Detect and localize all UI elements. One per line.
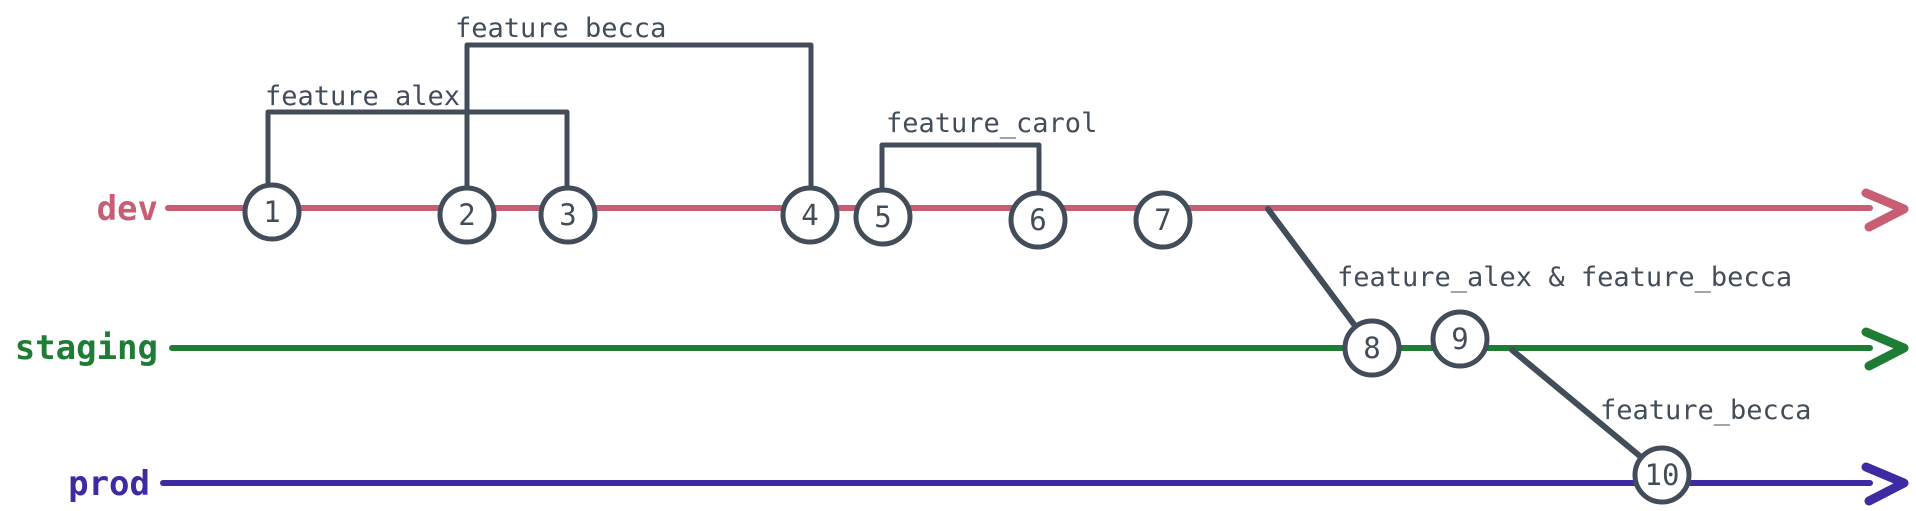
commit-circle	[538, 185, 598, 245]
commit-number: 2	[458, 198, 475, 232]
dev-branch-label: dev	[97, 189, 158, 229]
prod-arrowhead-icon	[1861, 462, 1909, 506]
feature-carol-bracket	[879, 142, 1042, 197]
feature-becca-bracket	[464, 42, 814, 192]
staging-arrowhead-icon	[1861, 327, 1909, 371]
commit-node-8: 8	[1342, 318, 1402, 378]
commit-node-1: 1	[242, 182, 302, 242]
prod-branch-label: prod	[68, 464, 150, 504]
commit-number: 10	[1645, 458, 1680, 492]
feature-alex-label: feature_alex	[265, 81, 460, 112]
commit-circle	[780, 185, 840, 245]
commit-number: 4	[801, 198, 818, 232]
merge-label-staging-to-prod: feature_becca	[1600, 395, 1811, 426]
feature-alex-bracket	[265, 109, 570, 192]
commit-number: 9	[1451, 322, 1468, 356]
commit-number: 5	[874, 200, 891, 234]
commit-number: 1	[263, 195, 280, 229]
commit-node-9: 9	[1430, 309, 1490, 369]
commit-number: 8	[1363, 331, 1380, 365]
staging-branch-label: staging	[15, 328, 158, 368]
commit-number: 6	[1029, 203, 1046, 237]
feature-becca-label: feature_becca	[455, 13, 666, 44]
dev-arrowhead-icon	[1861, 188, 1909, 232]
commit-node-4: 4	[780, 185, 840, 245]
commit-node-3: 3	[538, 185, 598, 245]
commit-circle	[242, 182, 302, 242]
commit-circle	[1632, 445, 1692, 505]
commit-circle	[1342, 318, 1402, 378]
commit-number: 7	[1154, 203, 1171, 237]
merge-label-dev-to-staging: feature_alex & feature_becca	[1337, 262, 1792, 293]
commit-number: 3	[559, 198, 576, 232]
merge-line-staging-to-prod	[1509, 347, 1644, 460]
commit-node-6: 6	[1008, 190, 1068, 250]
commit-node-2: 2	[437, 185, 497, 245]
merge-line-dev-to-staging	[1265, 206, 1359, 330]
commit-node-10: 10	[1632, 445, 1692, 505]
commit-circle	[1133, 190, 1193, 250]
commit-circle	[1430, 309, 1490, 369]
commit-circle	[853, 187, 913, 247]
commit-node-7: 7	[1133, 190, 1193, 250]
commit-circle	[437, 185, 497, 245]
commit-node-5: 5	[853, 187, 913, 247]
commit-circle	[1008, 190, 1068, 250]
feature-carol-label: feature_carol	[886, 108, 1097, 139]
